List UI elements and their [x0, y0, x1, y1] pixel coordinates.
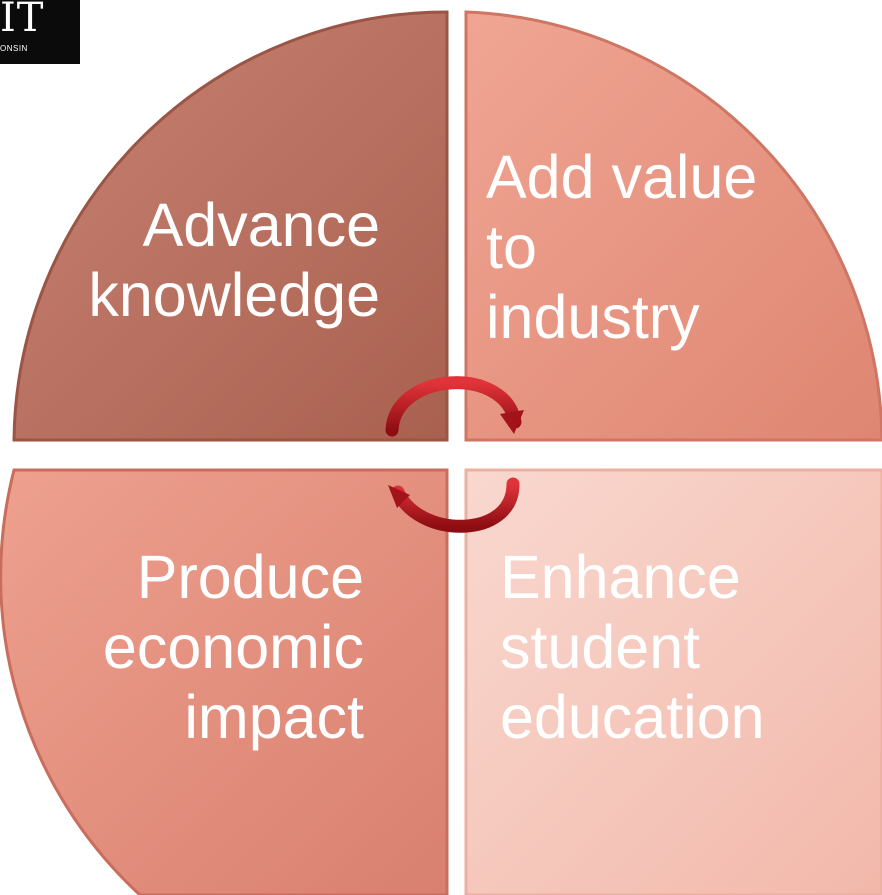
label-line: Add value	[486, 143, 758, 211]
quadrant-add-value	[464, 10, 882, 442]
label-line: Advance	[142, 191, 380, 259]
label-line: Produce	[136, 543, 364, 611]
label-line: industry	[486, 283, 700, 351]
label-add-value: Add value to industry	[486, 142, 757, 352]
label-line: student	[500, 613, 701, 681]
cycle-arrowhead-bottom	[388, 485, 410, 508]
logo-subtext: ONSIN	[0, 44, 28, 53]
label-line: economic	[102, 613, 364, 681]
cycle-arrowhead-top	[500, 410, 524, 434]
logo: IT ONSIN	[0, 0, 80, 64]
quadrant-advance-knowledge	[12, 10, 449, 442]
label-line: impact	[184, 683, 364, 751]
cycle-arrow-top	[385, 376, 522, 437]
label-produce-impact: Produce economic impact	[103, 542, 364, 752]
label-advance-knowledge: Advance knowledge	[88, 190, 380, 330]
quadrant-enhance-education	[464, 468, 882, 895]
label-line: Enhance	[500, 543, 741, 611]
logo-text: IT	[0, 0, 45, 41]
label-line: knowledge	[88, 261, 380, 329]
label-enhance-education: Enhance student education	[500, 542, 765, 752]
quadrant-produce-impact	[0, 468, 449, 895]
cycle-arrow-bottom	[391, 477, 520, 533]
label-line: to	[486, 213, 537, 281]
label-line: education	[500, 683, 765, 751]
